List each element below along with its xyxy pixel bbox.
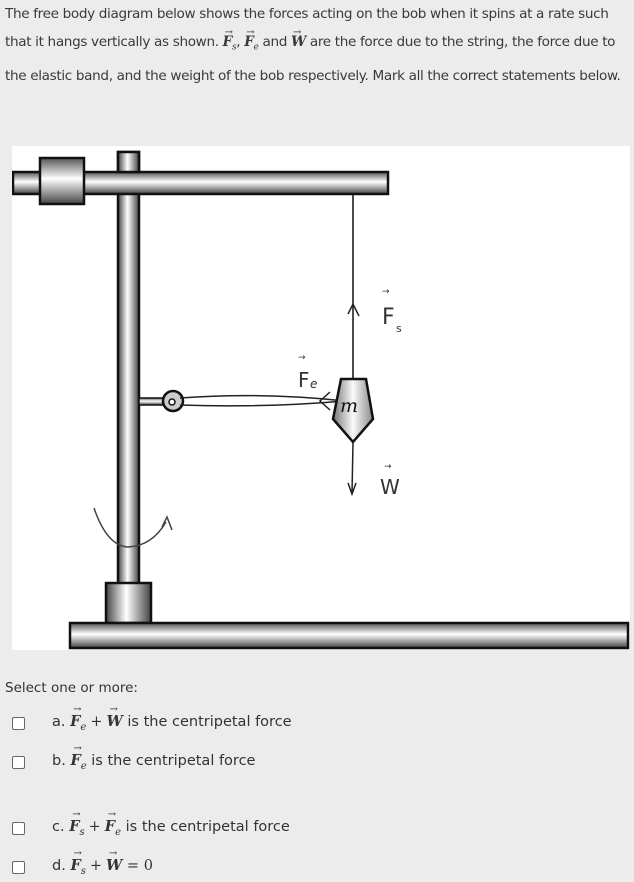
option-d-checkbox[interactable] [12,860,25,874]
svg-text:m: m [340,395,358,417]
svg-text:→: → [382,287,390,297]
svg-text:W: W [380,475,400,499]
question-text: The free body diagram below shows the fo… [5,6,621,84]
option-a[interactable]: a. →Fe+→W is the centripetal force [12,704,292,735]
svg-text:F: F [382,305,395,330]
base-plate [68,621,630,650]
option-b-checkbox[interactable] [12,755,25,769]
svg-text:→: → [384,462,392,472]
bob [331,377,375,444]
top-bar [12,170,390,196]
free-body-diagram: m → F s → F e → W [12,146,630,650]
option-d[interactable]: d. →Fs+→W = 0 [12,848,153,879]
option-c-label[interactable]: c. →Fs+→Fe is the centripetal force [52,809,290,838]
base-block [104,581,153,625]
option-d-label[interactable]: d. →Fs+→W = 0 [52,848,153,877]
symbol-fs: →Fs [222,27,237,53]
svg-text:F: F [298,368,310,392]
option-c[interactable]: c. →Fs+→Fe is the centripetal force [12,809,290,840]
svg-text:e: e [310,377,317,391]
option-a-checkbox[interactable] [12,716,25,730]
option-b[interactable]: b. →Fe is the centripetal force [12,743,255,774]
rotation-arrow [93,507,167,548]
option-b-label[interactable]: b. →Fe is the centripetal force [52,743,256,772]
option-a-label[interactable]: a. →Fe+→W is the centripetal force [52,704,292,733]
symbol-fe: →Fe [244,27,259,53]
vertical-pole [116,150,141,586]
clamp-block [38,156,86,206]
svg-text:s: s [396,322,402,335]
symbol-w: →W [290,27,306,50]
select-prompt: Select one or more: [5,680,138,696]
question-rest: are the force due to the string, the for… [5,34,621,84]
question-intro: The free body diagram below shows the fo… [5,6,609,50]
svg-text:→: → [298,353,306,363]
option-c-checkbox[interactable] [12,821,25,835]
